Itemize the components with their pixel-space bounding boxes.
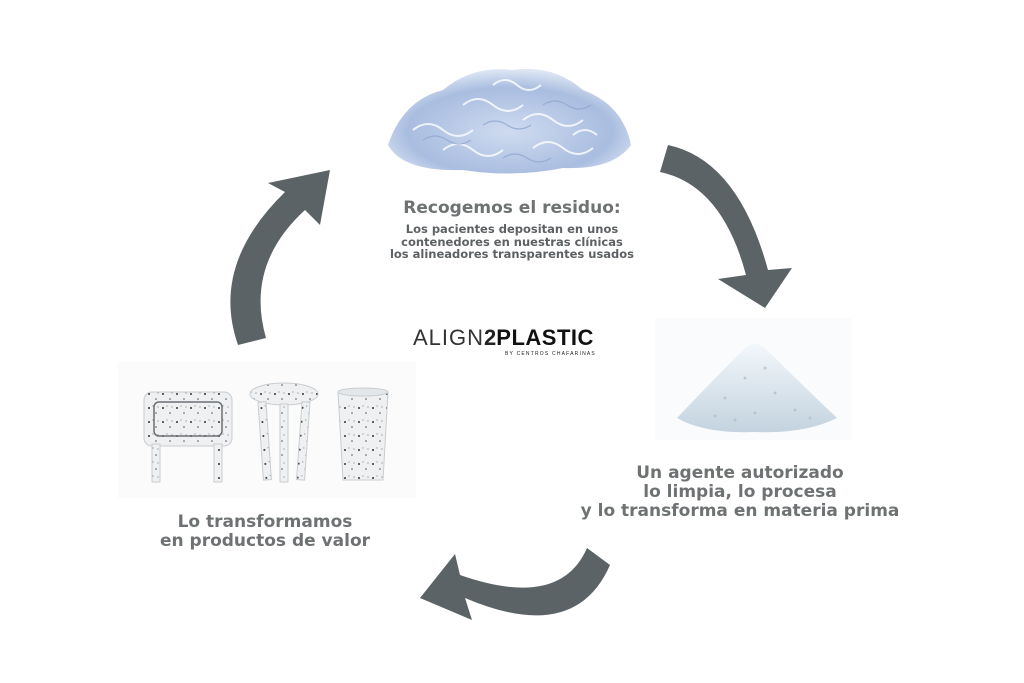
step-collect-desc-line: contenedores en nuestras clínicas [401, 234, 623, 249]
step-process-text: Un agente autorizado lo limpia, lo proce… [580, 464, 900, 521]
arrow-top-right [660, 145, 792, 308]
step-transform-line: en productos de valor [159, 531, 371, 551]
logo-text-two: 2 [484, 325, 497, 350]
step-transform-text: Lo transformamos en productos de valor [145, 513, 385, 551]
logo-subtitle: BY CENTROS CHAFARINAS [505, 351, 596, 357]
step-collect-description: Los pacientes depositan en unos contened… [362, 223, 662, 261]
arrow-left [230, 170, 330, 345]
furniture-products-image [118, 362, 416, 498]
step-process-line: Un agente autorizado [636, 463, 844, 483]
align2plastic-logo: ALIGN2PLASTIC BY CENTROS CHAFARINAS [413, 324, 617, 364]
step-process-line: lo limpia, lo procesa [643, 482, 837, 502]
logo-text-align: ALIGN [413, 325, 485, 350]
arrow-bottom [420, 548, 610, 620]
logo-text-plastic: PLASTIC [496, 325, 594, 350]
step-transform-line: Lo transformamos [177, 512, 353, 532]
step-process-line: y lo transforma en materia prima [580, 501, 900, 521]
step-collect-desc-line: los alineadores transparentes usados [389, 247, 635, 261]
step-collect-title: Recogemos el residuo: [403, 198, 621, 218]
step-collect-desc-line: Los pacientes depositan en unos [405, 222, 619, 236]
pellet-pile-image [655, 318, 851, 440]
aligner-pile-image [388, 68, 631, 174]
